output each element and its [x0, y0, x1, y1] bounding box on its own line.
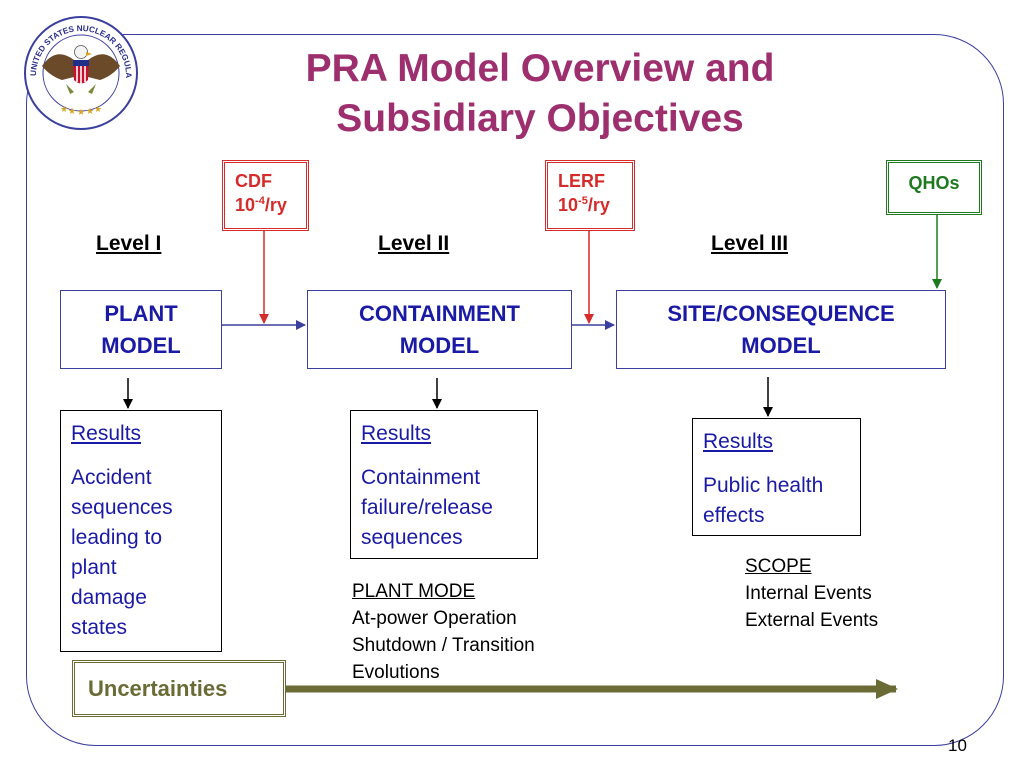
- title-line-1: PRA Model Overview and: [305, 47, 775, 90]
- containment-model-line-1: CONTAINMENT: [359, 300, 520, 326]
- plant-results-line: plant: [71, 556, 117, 579]
- lerf-value: 10-5/ry: [558, 195, 610, 215]
- eagle-icon: [42, 45, 120, 94]
- site-model-line-2: MODEL: [741, 332, 821, 358]
- scope-item: External Events: [745, 610, 879, 631]
- containment-results-heading: Results: [361, 422, 432, 445]
- lerf-label: LERF: [558, 171, 605, 191]
- svg-text:★: ★: [60, 105, 68, 115]
- containment-model-box: CONTAINMENT MODEL: [307, 290, 572, 369]
- containment-results-box: Results Containment failure/release sequ…: [350, 410, 538, 559]
- svg-text:★: ★: [77, 108, 85, 118]
- plant-results-heading: Results: [71, 422, 142, 445]
- cdf-box: CDF 10-4/ry: [222, 160, 309, 231]
- slide-frame: [26, 34, 1004, 746]
- cdf-value: 10-4/ry: [235, 195, 287, 215]
- svg-text:★: ★: [68, 107, 76, 117]
- plant-mode-item: At-power Operation: [352, 608, 517, 629]
- level-ii-label: Level II: [378, 232, 450, 255]
- site-model-line-1: SITE/CONSEQUENCE: [667, 300, 895, 326]
- plant-results-line: leading to: [71, 526, 163, 549]
- stars-icon: ★★★★★: [60, 105, 102, 118]
- plant-results-line: Accident: [71, 466, 152, 489]
- slide-title: PRA Model Overview and Subsidiary Object…: [220, 44, 860, 144]
- uncertainties-label: Uncertainties: [88, 676, 228, 701]
- plant-mode-heading: PLANT MODE: [352, 581, 476, 602]
- lerf-box: LERF 10-5/ry: [545, 160, 635, 231]
- plant-mode-note: PLANT MODE At-power Operation Shutdown /…: [352, 578, 535, 686]
- site-consequence-model-box: SITE/CONSEQUENCE MODEL: [616, 290, 946, 369]
- svg-text:★: ★: [94, 105, 102, 115]
- scope-note: SCOPE Internal Events External Events: [745, 553, 878, 634]
- plant-model-line-1: PLANT: [104, 300, 178, 326]
- containment-results-line: Containment: [361, 466, 481, 489]
- plant-mode-item: Shutdown / Transition: [352, 635, 535, 656]
- scope-heading: SCOPE: [745, 556, 812, 577]
- qhos-box: QHOs: [886, 160, 982, 215]
- nrc-seal: UNITED STATES NUCLEAR REGULATORY COMMISS…: [22, 14, 138, 130]
- containment-model-line-2: MODEL: [399, 332, 480, 358]
- site-results-box: Results Public health effects: [692, 418, 861, 536]
- containment-results-line: sequences: [361, 526, 463, 549]
- level-iii-label: Level III: [711, 232, 789, 255]
- site-results-line: effects: [703, 504, 765, 527]
- level-i-label: Level I: [96, 232, 162, 255]
- svg-text:★: ★: [86, 107, 94, 117]
- site-results-line: Public health: [703, 474, 824, 497]
- page-number: 10: [948, 736, 967, 755]
- plant-model-line-2: MODEL: [101, 332, 181, 358]
- plant-results-box: Results Accident sequences leading to pl…: [60, 410, 222, 652]
- site-results-heading: Results: [703, 430, 774, 453]
- plant-results-line: states: [71, 616, 128, 639]
- plant-model-box: PLANT MODEL: [60, 290, 222, 369]
- plant-results-line: damage: [71, 586, 147, 609]
- uncertainties-box: Uncertainties: [72, 660, 286, 717]
- containment-results-line: failure/release: [361, 496, 493, 519]
- cdf-label: CDF: [235, 171, 272, 191]
- title-line-2: Subsidiary Objectives: [336, 97, 744, 140]
- plant-mode-item: Evolutions: [352, 662, 440, 683]
- plant-results-line: sequences: [71, 496, 173, 519]
- scope-item: Internal Events: [745, 583, 872, 604]
- qhos-label: QHOs: [908, 173, 960, 193]
